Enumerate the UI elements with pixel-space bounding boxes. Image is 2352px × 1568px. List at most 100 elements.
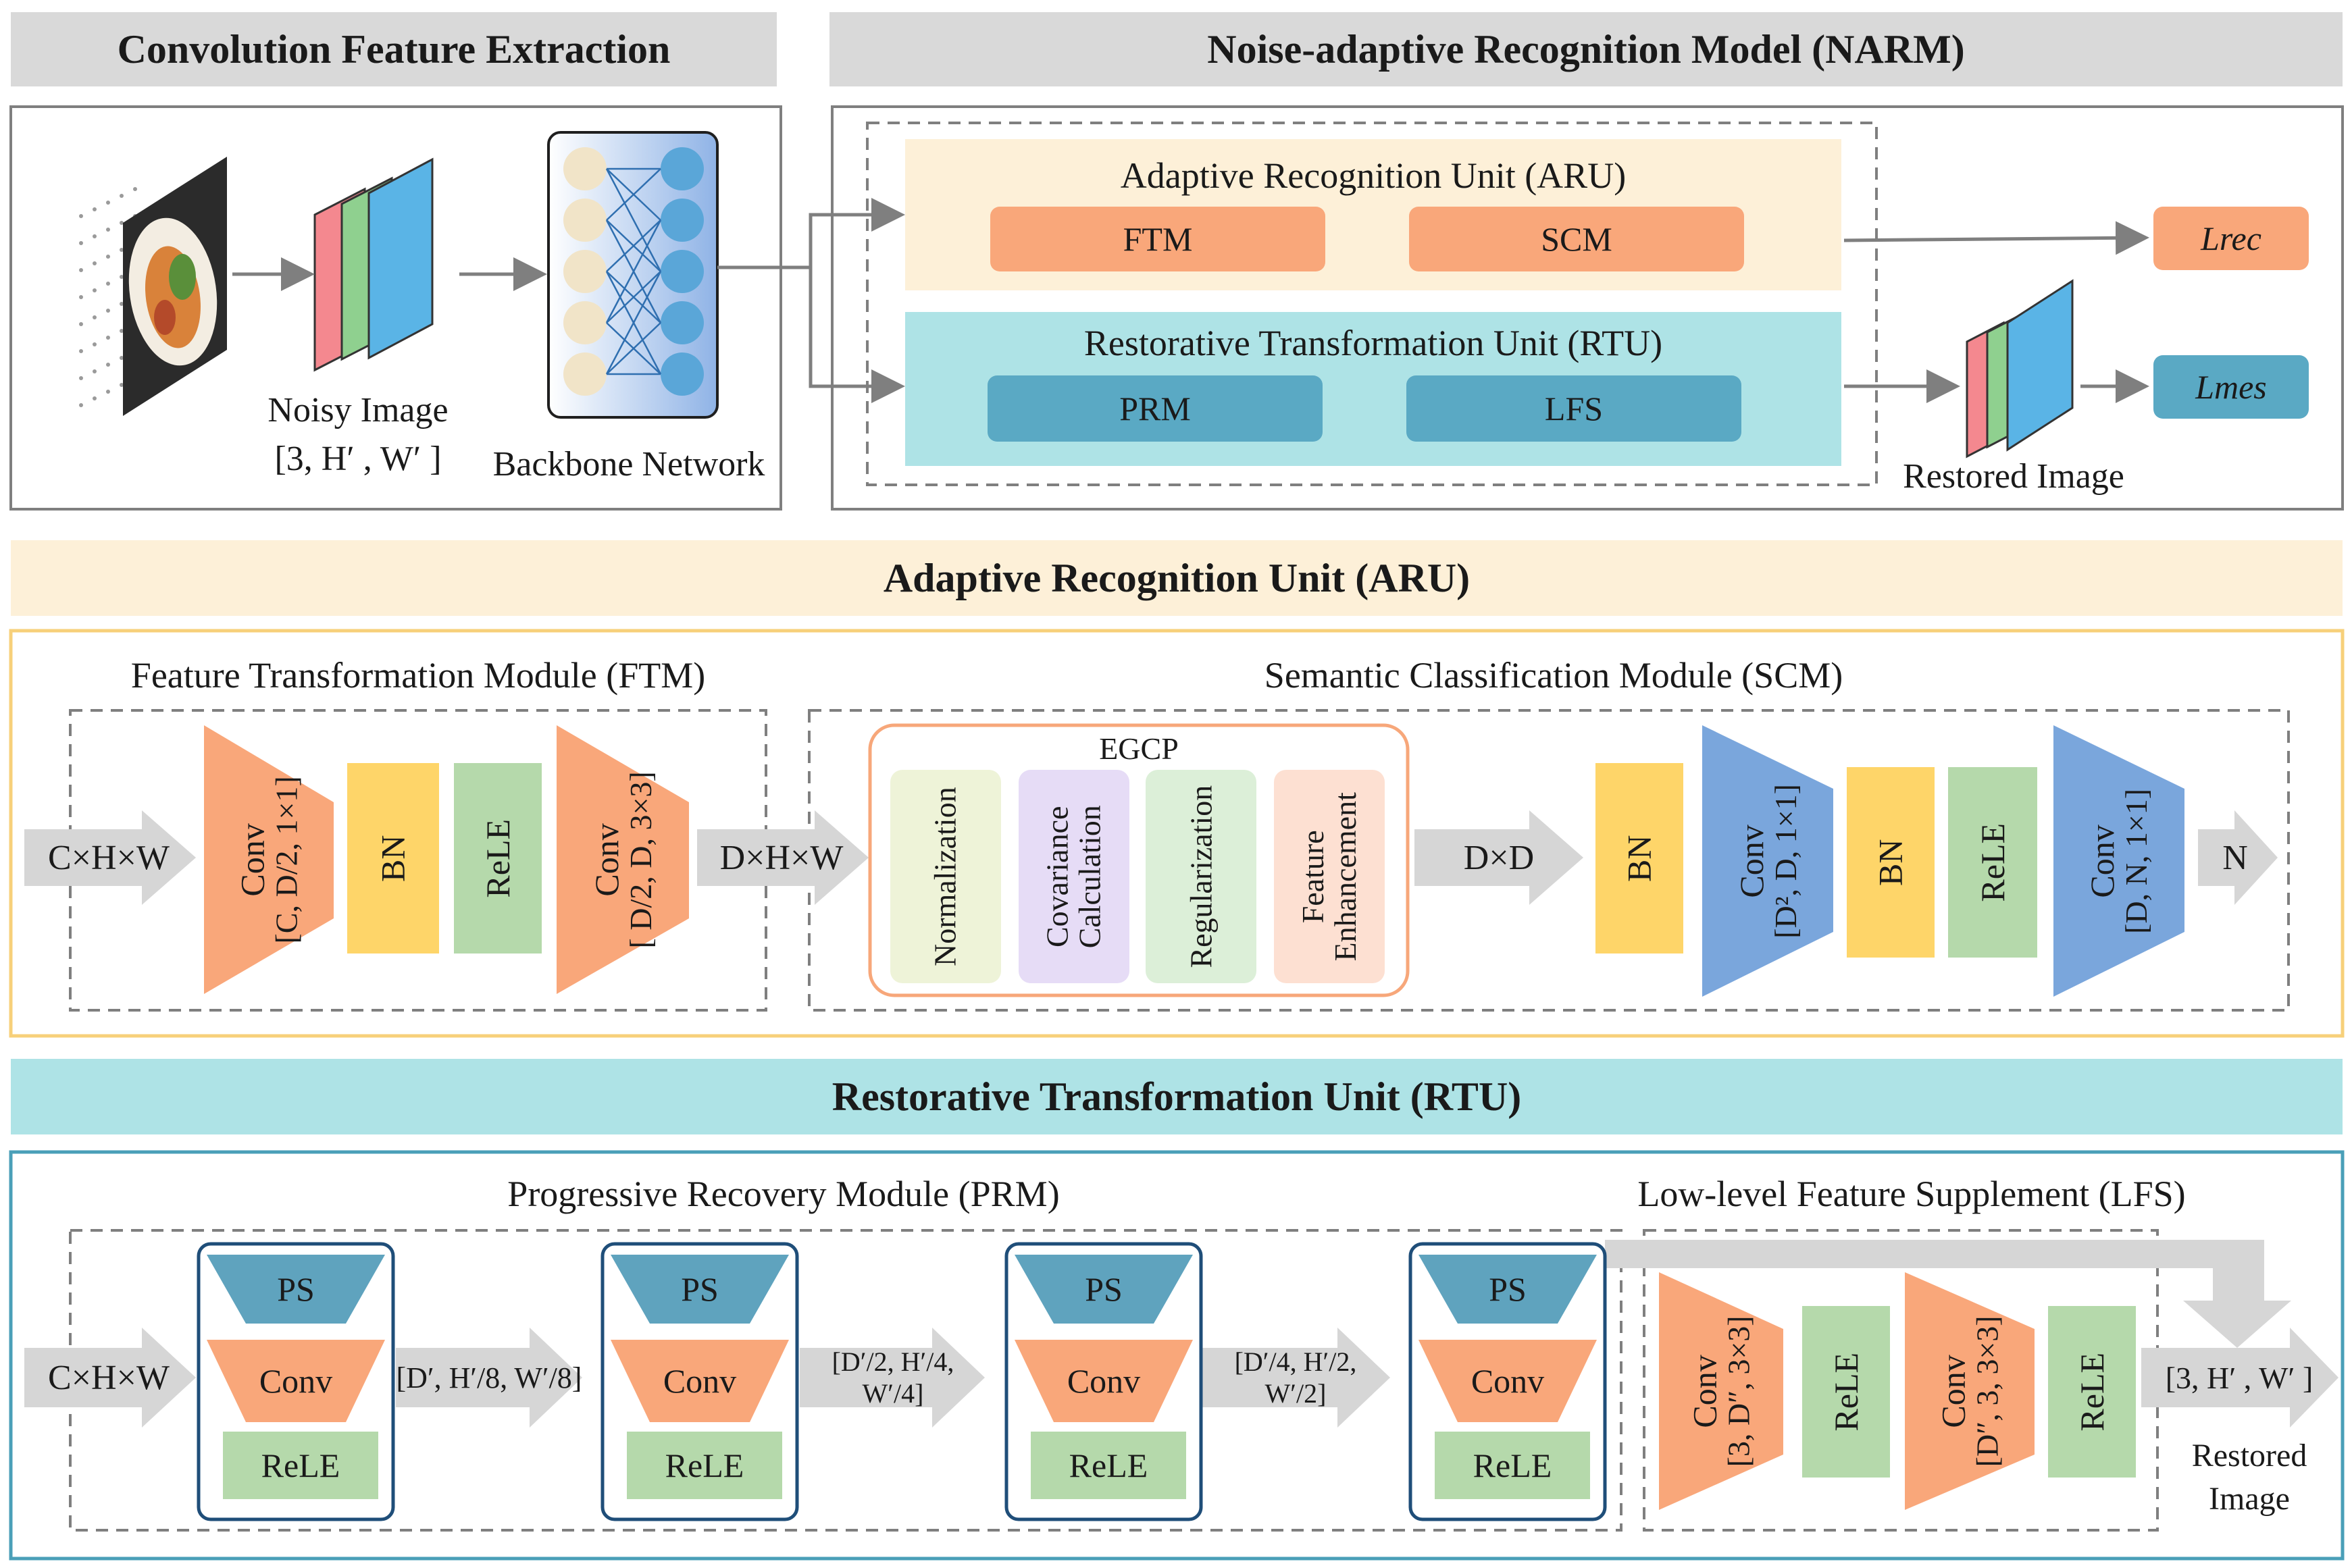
prm-stage-3 — [1004, 1242, 1203, 1521]
lfs-conv2-label: Conv[D″, 3, 3×3] — [1934, 1315, 2005, 1467]
header-bar-rtu — [11, 1059, 2343, 1134]
prm-stage-2 — [600, 1242, 799, 1521]
restored-map-blue — [2006, 279, 2074, 452]
header-conv-extraction: Convolution Feature Extraction — [117, 26, 671, 72]
backbone-nodes — [563, 147, 704, 396]
prm2-rele-label: ReLE — [665, 1446, 744, 1484]
narm-dashed — [866, 122, 1878, 486]
egcp-regularization: Regularization — [1183, 785, 1218, 968]
rtu-shape-1: [D′, H′/8, W′/8] — [396, 1361, 582, 1394]
prm4-rele-label: ReLE — [1473, 1446, 1552, 1484]
ftm-bn-label: BN — [374, 835, 412, 882]
prm3-rele-label: ReLE — [1069, 1446, 1148, 1484]
scm-box — [1409, 207, 1744, 271]
aru-band-title: Adaptive Recognition Unit (ARU) — [1120, 155, 1627, 196]
header-narm: Noise-adaptive Recognition Model (NARM) — [1207, 26, 1965, 72]
prm4-ps-label: PS — [1489, 1270, 1527, 1308]
scm-title: Semantic Classification Module (SCM) — [1264, 655, 1843, 696]
rtu-shape-2: [D′/2, H′/4, W′/4] — [832, 1347, 954, 1409]
header-bar-conv — [11, 12, 777, 86]
egcp-reg-shape — [1146, 770, 1256, 983]
aru-gray-arrows — [24, 810, 2278, 905]
header-aru: Adaptive Recognition Unit (ARU) — [883, 555, 1471, 600]
prm1-ps-label: PS — [277, 1270, 315, 1308]
scm-bn1-shape — [1595, 763, 1683, 953]
egcp-fe-shape — [1274, 770, 1385, 983]
scm-label: SCM — [1541, 220, 1612, 258]
lfs-conv2-shape — [1905, 1272, 2035, 1510]
prm3-conv-label: Conv — [1067, 1362, 1141, 1400]
prm2-ps-label: PS — [681, 1270, 719, 1308]
scm-conv2-label: Conv[D, N, 1×1] — [2083, 788, 2154, 934]
rtu-band-title: Restorative Transformation Unit (RTU) — [1083, 323, 1663, 363]
ftm-label: FTM — [1123, 220, 1193, 258]
aru-output-n: N — [2222, 838, 2248, 877]
prm3-ps-label: PS — [1085, 1270, 1123, 1308]
lfs-box — [1406, 375, 1741, 442]
rtu-panel — [9, 1150, 2345, 1561]
lmes-box — [2153, 355, 2309, 419]
ftm-title: Feature Transformation Module (FTM) — [130, 655, 706, 696]
header-bar-narm — [829, 12, 2343, 86]
header-rtu: Restorative Transformation Unit (RTU) — [832, 1074, 1522, 1119]
egcp-title: EGCP — [1099, 731, 1179, 766]
ftm-conv1-label: Conv[C, D/2, 1×1] — [233, 775, 304, 944]
aru-panel — [9, 629, 2345, 1038]
lfs-rele2-shape — [2048, 1306, 2136, 1478]
scm-conv1-label: Conv[D², D, 1×1] — [1732, 783, 1803, 939]
noisy-image-shape: [3, H′ , W′ ] — [274, 439, 442, 478]
ftm-conv1-shape — [204, 725, 334, 994]
lrec-label: Lrec — [2201, 219, 2261, 257]
prm-stage-1 — [197, 1242, 395, 1521]
scm-rele-shape — [1948, 767, 2037, 958]
egcp-normalization: Normalization — [927, 787, 963, 966]
header-bar-aru — [11, 540, 2343, 616]
ftm-conv2-label: Conv[ D/2, D, 3×3] — [587, 770, 658, 949]
scm-conv2-shape — [2053, 725, 2184, 997]
rtu-restored-label: Restored — [2191, 1437, 2307, 1473]
prm-label: PRM — [1119, 390, 1191, 427]
prm-title: Progressive Recovery Module (PRM) — [507, 1174, 1060, 1214]
panel-narm — [831, 105, 2344, 511]
ftm-conv2-shape — [557, 725, 689, 994]
ftm-rele-shape — [454, 763, 542, 953]
top-arrows — [232, 198, 2149, 403]
restored-image-label: Restored Image — [1903, 456, 2124, 496]
scm-bn2-label: BN — [1871, 839, 1910, 886]
aru-mid-shape: D×H×W — [719, 838, 844, 877]
lfs-rele2-label: ReLE — [2072, 1352, 2111, 1432]
rtu-gray-arrows — [24, 1240, 2338, 1428]
prm1-conv-label: Conv — [259, 1362, 333, 1400]
aru-input-shape: C×H×W — [48, 838, 170, 877]
ftm-bn-shape — [347, 763, 439, 953]
egcp-box — [868, 723, 1410, 997]
noisy-image-label: Noisy Image — [267, 390, 449, 429]
rtu-input-shape: C×H×W — [48, 1358, 170, 1397]
lmes-label: Lmes — [2195, 368, 2267, 406]
ftm-box — [990, 207, 1325, 271]
ftm-dashed — [69, 709, 767, 1012]
lfs-conv1-label: Conv[3, D″, 3×3] — [1685, 1315, 1756, 1467]
lrec-box — [2153, 207, 2309, 270]
panel-conv — [9, 105, 782, 511]
scm-bn2-shape — [1847, 767, 1935, 958]
prm1-rele-label: ReLE — [261, 1446, 340, 1484]
ftm-rele-label: ReLE — [478, 818, 517, 898]
rtu-image-label: Image — [2209, 1480, 2290, 1517]
backbone-label: Backbone Network — [492, 444, 765, 484]
noisy-image-graphic — [79, 157, 227, 416]
prm-box — [988, 375, 1323, 442]
prm-stage-4 — [1408, 1242, 1607, 1521]
lfs-label: LFS — [1544, 390, 1604, 427]
rtu-shape-3: [D′/4, H′/2, W′/2] — [1234, 1347, 1357, 1409]
egcp-cov-shape — [1019, 770, 1129, 983]
feature-map-blue — [367, 157, 434, 360]
lfs-rele1-shape — [1802, 1306, 1890, 1478]
prm2-conv-label: Conv — [663, 1362, 737, 1400]
rtu-output-shape: [3, H′ , W′ ] — [2165, 1360, 2313, 1395]
scm-bn1-label: BN — [1620, 835, 1658, 882]
egcp-norm-shape — [890, 770, 1001, 983]
